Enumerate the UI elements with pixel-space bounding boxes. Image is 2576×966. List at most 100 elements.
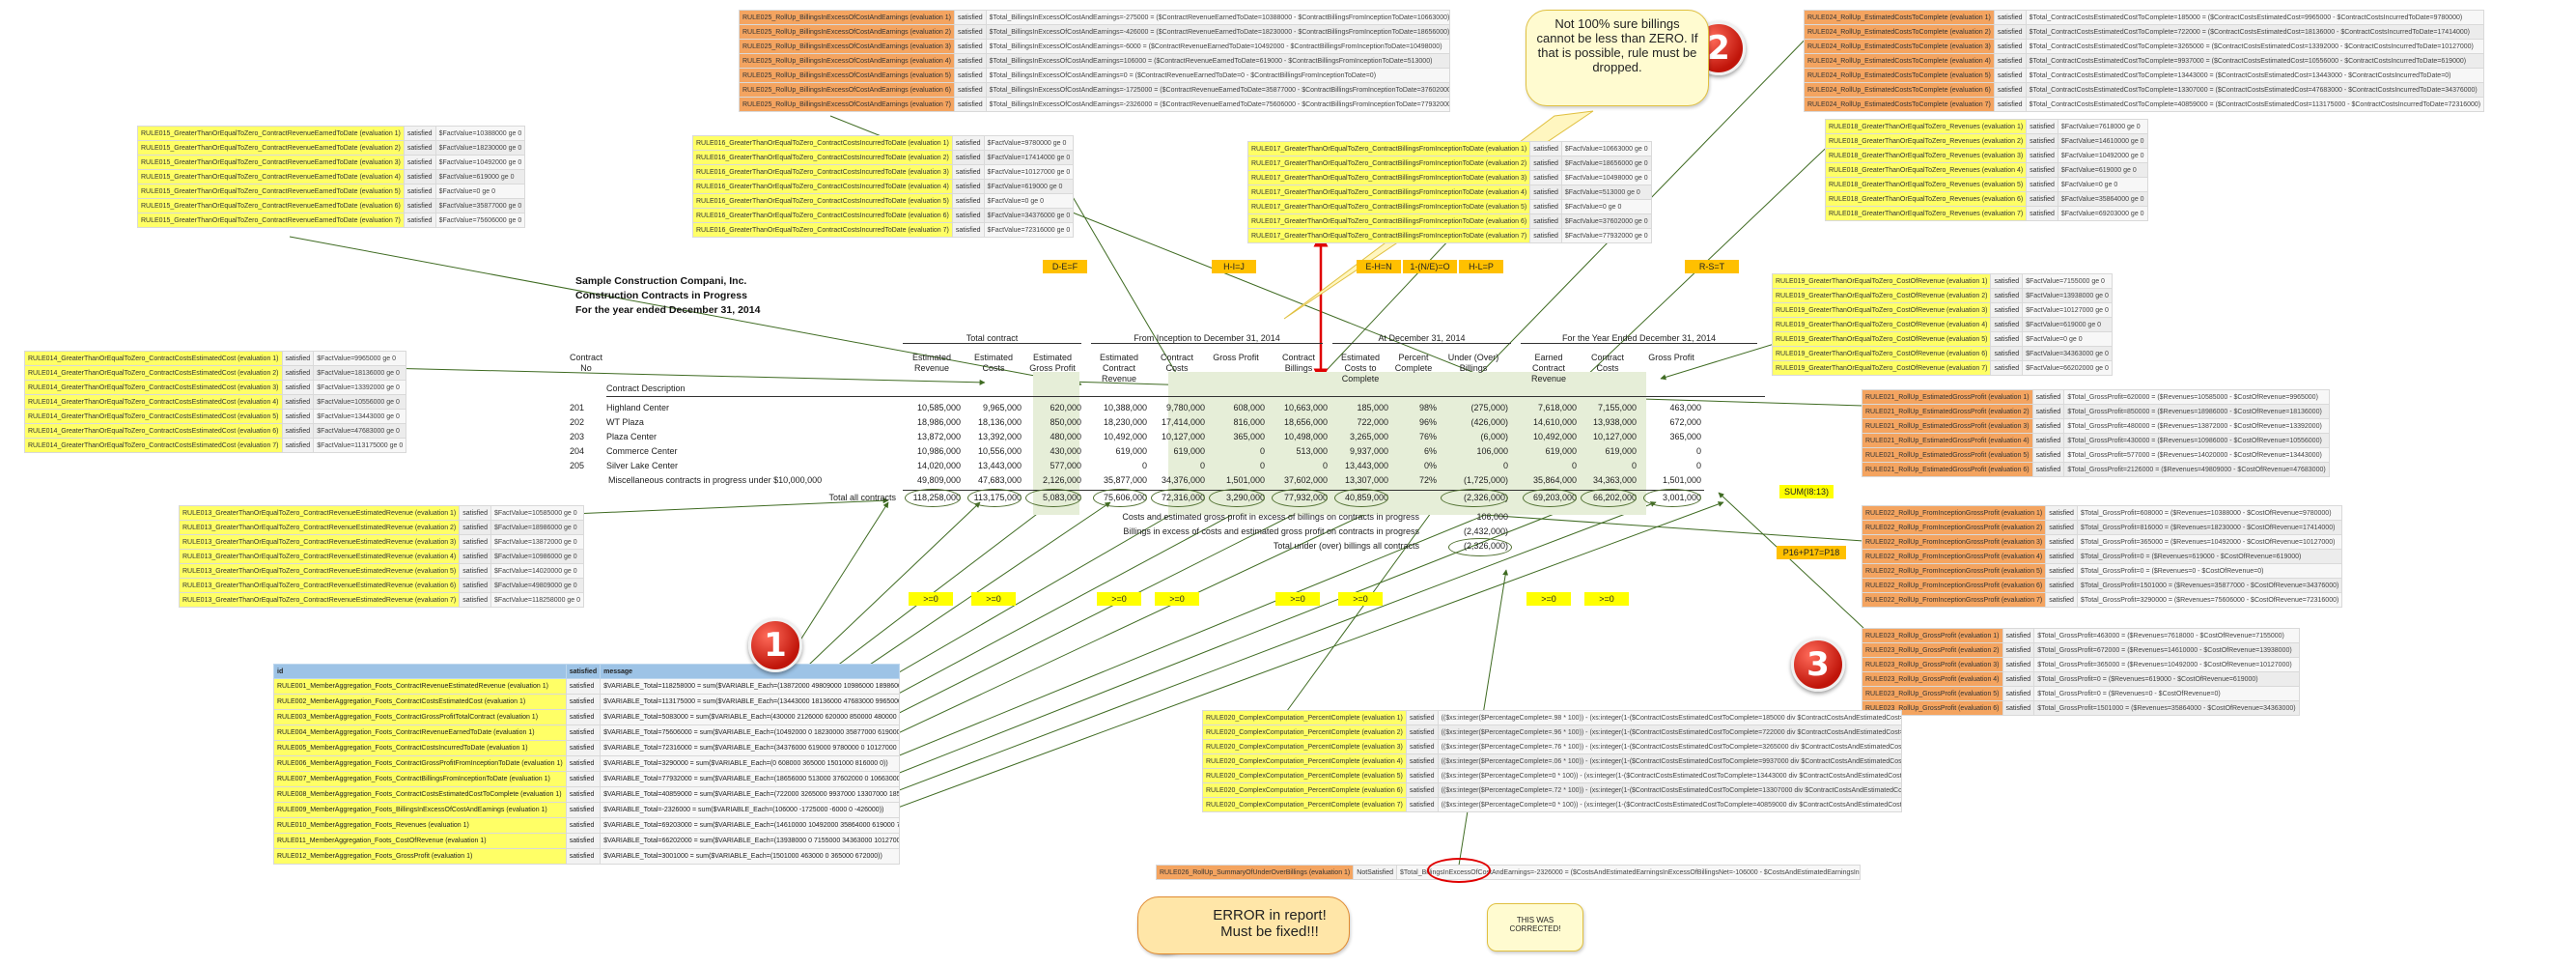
rule-id: RULE024_RollUp_EstimatedCostsToComplete …: [1804, 53, 1995, 69]
member-id: RULE012_MemberAggregation_Foots_GrossPro…: [273, 848, 567, 865]
rule-row: RULE015_GreaterThanOrEqualToZero_Contrac…: [137, 140, 526, 156]
rule-id: RULE025_RollUp_BillingsInExcessOfCostAnd…: [739, 24, 955, 40]
rule-status: satisfied: [2045, 520, 2078, 535]
amount-cell: 513,000: [1296, 446, 1328, 456]
rule-id: RULE024_RollUp_EstimatedCostsToComplete …: [1804, 82, 1995, 98]
summary-total-highlight: [1448, 538, 1512, 556]
rule-message: $FactValue=10388000 ge 0: [434, 126, 526, 141]
member-message: $VARIABLE_Total=72316000 = sum($VARIABLE…: [600, 740, 901, 756]
rule-id: RULE013_GreaterThanOrEqualToZero_Contrac…: [178, 563, 461, 579]
shade-inception: [1168, 372, 1371, 515]
rule-row: RULE013_GreaterThanOrEqualToZero_Contrac…: [178, 534, 585, 550]
rule-id: RULE016_GreaterThanOrEqualToZero_Contrac…: [692, 222, 953, 238]
rule-message: $FactValue=619000 ge 0: [434, 169, 526, 185]
rule-message: $FactValue=13872000 ge 0: [490, 534, 585, 550]
rule-status: satisfied: [403, 198, 436, 213]
rule-message: $Total_ContractCostsEstimatedCostToCompl…: [2025, 24, 2485, 40]
amount-cell: 619,000: [1173, 446, 1205, 456]
rule-message: $Total_GrossProfit=0 = ($Revenues=619000…: [2076, 549, 2343, 564]
rule-message: $FactValue=14610000 ge 0: [2057, 133, 2148, 149]
rule-status: satisfied: [2002, 700, 2035, 716]
contract-description: Highland Center: [606, 403, 670, 412]
rule-status: satisfied: [1529, 199, 1562, 214]
amount-cell: 10,492,000: [1103, 432, 1147, 441]
rule-status: satisfied: [1990, 317, 2024, 332]
rule-id: RULE023_RollUp_GrossProfit (evaluation 3…: [1862, 657, 2003, 672]
rule-row: RULE025_RollUp_BillingsInExcessOfCostAnd…: [739, 24, 1450, 40]
column-header: Contract Billings: [1281, 353, 1315, 373]
ge0-tag: >=0: [1338, 592, 1383, 606]
amount-cell: 0: [1141, 461, 1147, 470]
contract-description: Silver Lake Center: [606, 461, 679, 470]
total-highlight: [905, 489, 961, 507]
rule-row: RULE022_RollUp_FromInceptionGrossProfit …: [1861, 549, 2343, 564]
rule-status: satisfied: [403, 126, 436, 141]
rule-id: RULE013_GreaterThanOrEqualToZero_Contrac…: [178, 520, 461, 535]
rule-id: RULE015_GreaterThanOrEqualToZero_Contrac…: [137, 184, 405, 199]
rule-status: satisfied: [953, 97, 987, 112]
rule021-grid: RULE021_RollUp_EstimatedGrossProfit (eva…: [1862, 389, 2330, 477]
rule-row: RULE020_ComplexComputation_PercentComple…: [1202, 768, 1902, 783]
member-id: RULE011_MemberAggregation_Foots_CostOfRe…: [273, 833, 567, 849]
rule-message: $FactValue=9780000 ge 0: [983, 135, 1075, 151]
contract-no: 203: [570, 432, 585, 441]
amount-cell: 816,000: [1233, 417, 1265, 427]
rule-status: satisfied: [1405, 739, 1439, 754]
member-message: $VARIABLE_Total=3290000 = sum($VARIABLE_…: [600, 755, 901, 772]
contract-description: WT Plaza: [606, 417, 644, 427]
rule-message: $FactValue=35877000 ge 0: [434, 198, 526, 213]
rule-status: satisfied: [1405, 710, 1439, 725]
rule-id: RULE022_RollUp_FromInceptionGrossProfit …: [1861, 549, 2047, 564]
member-id: RULE010_MemberAggregation_Foots_Revenues…: [273, 817, 567, 834]
rule-row: RULE014_GreaterThanOrEqualToZero_Contrac…: [24, 351, 407, 366]
member-message: $VARIABLE_Total=75606000 = sum($VARIABLE…: [600, 724, 901, 741]
callout-1-badge: 1: [748, 618, 802, 672]
rule-status: satisfied: [2045, 505, 2078, 521]
contract-description: Miscellaneous contracts in progress unde…: [608, 475, 823, 485]
rule-row: RULE019_GreaterThanOrEqualToZero_CostOfR…: [1771, 288, 2113, 303]
formula-tag: D-E=F: [1043, 260, 1087, 273]
rule-status: satisfied: [2002, 686, 2035, 701]
rule-id: RULE025_RollUp_BillingsInExcessOfCostAnd…: [739, 39, 955, 54]
amount-cell: 13,307,000: [1344, 475, 1388, 485]
member-status: satisfied: [565, 802, 602, 818]
summary-label: Billings in excess of costs and estimate…: [1123, 526, 1419, 536]
rule-status: satisfied: [2002, 642, 2035, 658]
callout-3-badge: 3: [1791, 638, 1845, 692]
rule-row: RULE020_ComplexComputation_PercentComple…: [1202, 797, 1902, 812]
column-header: Contract Costs: [1590, 353, 1624, 373]
rule-message: $FactValue=0 ge 0: [983, 193, 1075, 209]
rule-id: RULE020_ComplexComputation_PercentComple…: [1202, 753, 1407, 769]
rule-message: $FactValue=10585000 ge 0: [490, 505, 585, 521]
rule-row: RULE021_RollUp_EstimatedGrossProfit (eva…: [1862, 462, 2330, 477]
group-total-contract: Total contract: [903, 333, 1081, 344]
amount-cell: (6,000): [1480, 432, 1508, 441]
rule-row: RULE024_RollUp_EstimatedCostsToComplete …: [1804, 82, 2485, 98]
rule-status: NotSatisfied: [1353, 865, 1398, 880]
rule-status: satisfied: [2002, 671, 2035, 687]
rule-id: RULE025_RollUp_BillingsInExcessOfCostAnd…: [739, 97, 955, 112]
rule-message: $Total_GrossProfit=2126000 = ($Revenues=…: [2063, 462, 2330, 477]
rule-row: RULE020_ComplexComputation_PercentComple…: [1202, 710, 1902, 725]
rule-message: $FactValue=118258000 ge 0: [490, 592, 585, 608]
amount-cell: 577,000: [1050, 461, 1081, 470]
amount-cell: 365,000: [1669, 432, 1701, 441]
rule-message: (($xs:integer($PercentageComplete=.96 * …: [1437, 724, 1902, 740]
rule-message: $Total_GrossProfit=480000 = ($Revenues=1…: [2063, 418, 2330, 434]
contract-description: Commerce Center: [606, 446, 678, 456]
rule-row: RULE017_GreaterThanOrEqualToZero_Contrac…: [1246, 141, 1652, 156]
rule-status: satisfied: [281, 351, 315, 366]
rule-message: $FactValue=17414000 ge 0: [983, 150, 1075, 165]
rule-id: RULE024_RollUp_EstimatedCostsToComplete …: [1804, 68, 1995, 83]
amount-cell: 0: [1631, 461, 1637, 470]
amount-cell: 13,443,000: [977, 461, 1022, 470]
rule-status: satisfied: [459, 505, 491, 521]
rule-row: RULE025_RollUp_BillingsInExcessOfCostAnd…: [739, 53, 1450, 69]
column-header: Contract Costs: [1160, 353, 1193, 373]
member-row: RULE010_MemberAggregation_Foots_Revenues…: [273, 817, 901, 834]
rule-message: $Total_BillingsInExcessOfCostAndEarnings…: [985, 24, 1450, 40]
rule-message: $FactValue=13938000 ge 0: [2022, 288, 2113, 303]
